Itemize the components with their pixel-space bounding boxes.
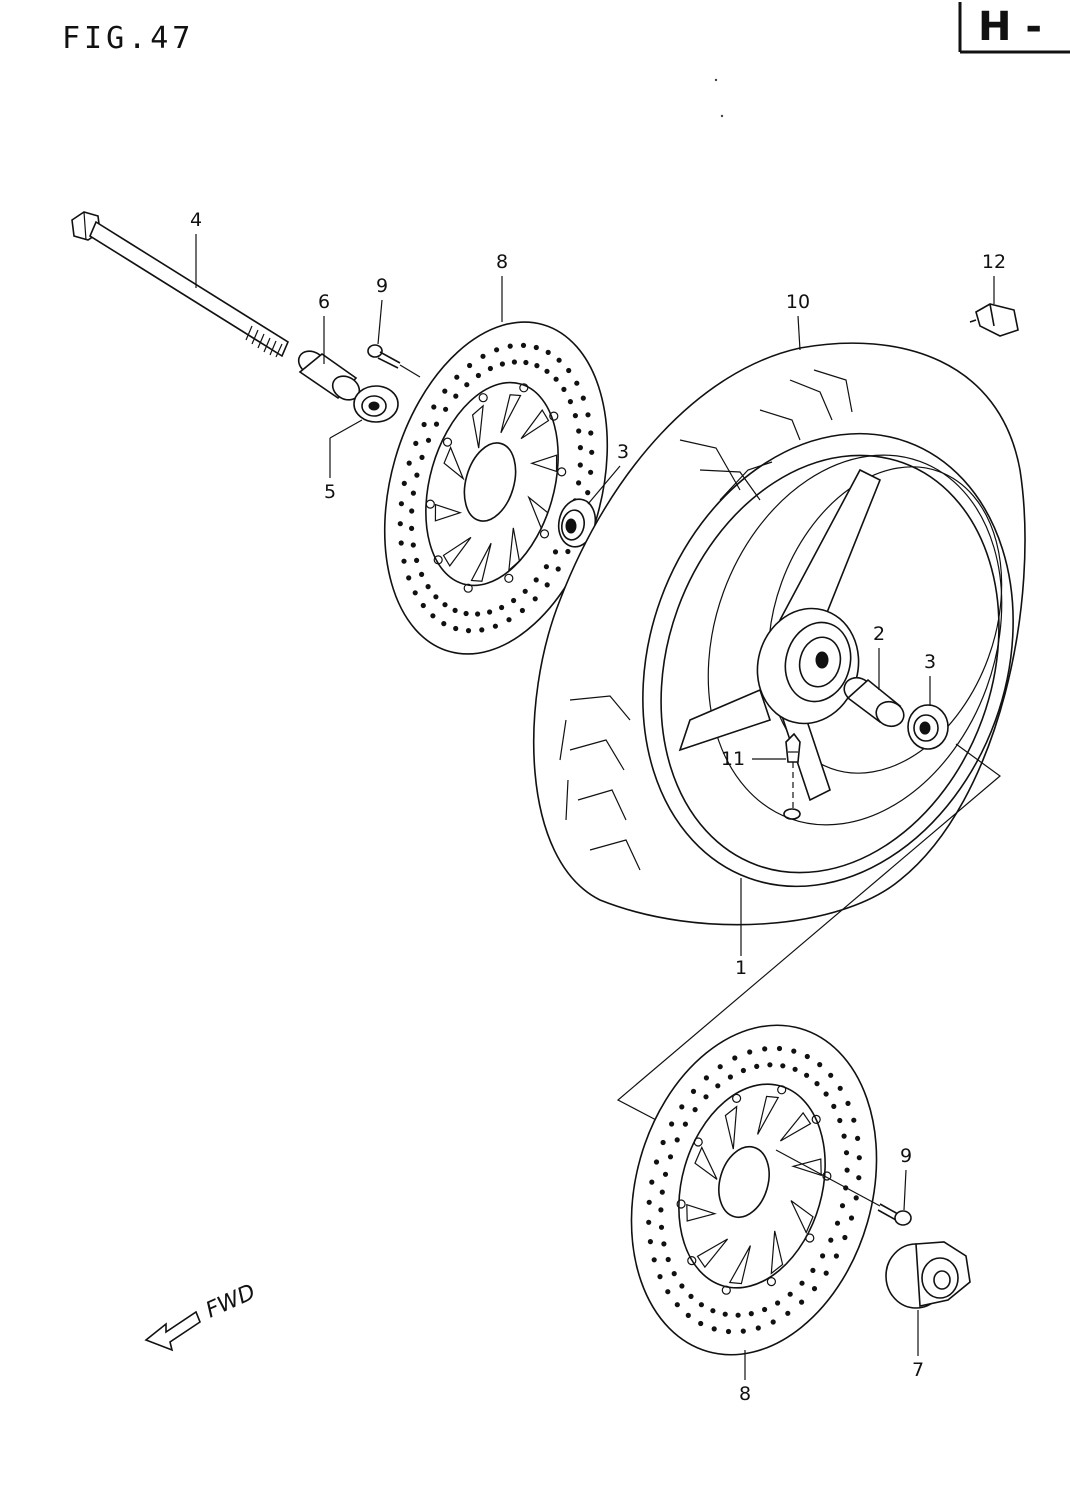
label-part-5: 5 [324, 481, 336, 503]
callout-part-12: 12 [982, 251, 1006, 304]
label-part-3-left: 3 [617, 441, 629, 463]
fwd-label: FWD [202, 1280, 259, 1324]
callout-part-9-bottom: 9 [900, 1145, 912, 1211]
label-part-9-top: 9 [376, 275, 388, 297]
disc-bolt-top [367, 344, 421, 378]
callout-part-3-left: 3 [587, 441, 629, 505]
callout-part-3-right: 3 [924, 651, 936, 706]
label-part-1: 1 [735, 957, 747, 979]
label-part-11: 11 [721, 748, 745, 770]
label-part-12: 12 [982, 251, 1006, 273]
callout-part-7: 7 [912, 1310, 924, 1381]
speedometer-gearbox [885, 1241, 971, 1309]
tire-valve [785, 732, 801, 808]
brake-disc-top [383, 321, 609, 655]
label-part-9-bottom: 9 [900, 1145, 912, 1167]
oil-seal [353, 385, 399, 423]
label-part-8-top: 8 [496, 251, 508, 273]
label-part-10: 10 [786, 291, 810, 313]
label-part-7: 7 [912, 1359, 924, 1381]
balancer-weight [969, 303, 1019, 337]
figure-title: FIG.47 [62, 21, 194, 56]
callout-part-11: 11 [721, 748, 786, 770]
front-axle [71, 211, 290, 358]
wheel-bearing-left [557, 498, 597, 548]
callout-part-10: 10 [786, 291, 810, 351]
assembly-guide-lines [616, 743, 1001, 1123]
hub-spacer [843, 676, 905, 728]
axle-spacer [297, 350, 361, 401]
callout-part-5: 5 [324, 419, 363, 503]
section-tag: H - [978, 4, 1042, 50]
callout-part-4: 4 [190, 209, 202, 288]
disc-bolt-bottom [775, 1149, 912, 1226]
wheel-and-tire [532, 342, 1026, 926]
callout-part-8-top: 8 [496, 251, 508, 322]
brake-disc-bottom [630, 1024, 878, 1356]
fwd-direction-arrow: FWD [144, 1280, 259, 1352]
label-part-6: 6 [318, 291, 330, 313]
label-part-3-right: 3 [924, 651, 936, 673]
callout-part-9-top: 9 [376, 275, 388, 345]
label-part-4: 4 [190, 209, 202, 231]
wheel-bearing-right [907, 704, 949, 750]
callout-part-1: 1 [735, 878, 747, 979]
callout-part-8-bottom: 8 [739, 1350, 751, 1405]
callout-part-6: 6 [318, 291, 330, 364]
callout-part-2: 2 [873, 623, 885, 690]
label-part-2: 2 [873, 623, 885, 645]
label-part-8-bottom: 8 [739, 1383, 751, 1405]
section-tag-box: H - [958, 2, 1070, 54]
